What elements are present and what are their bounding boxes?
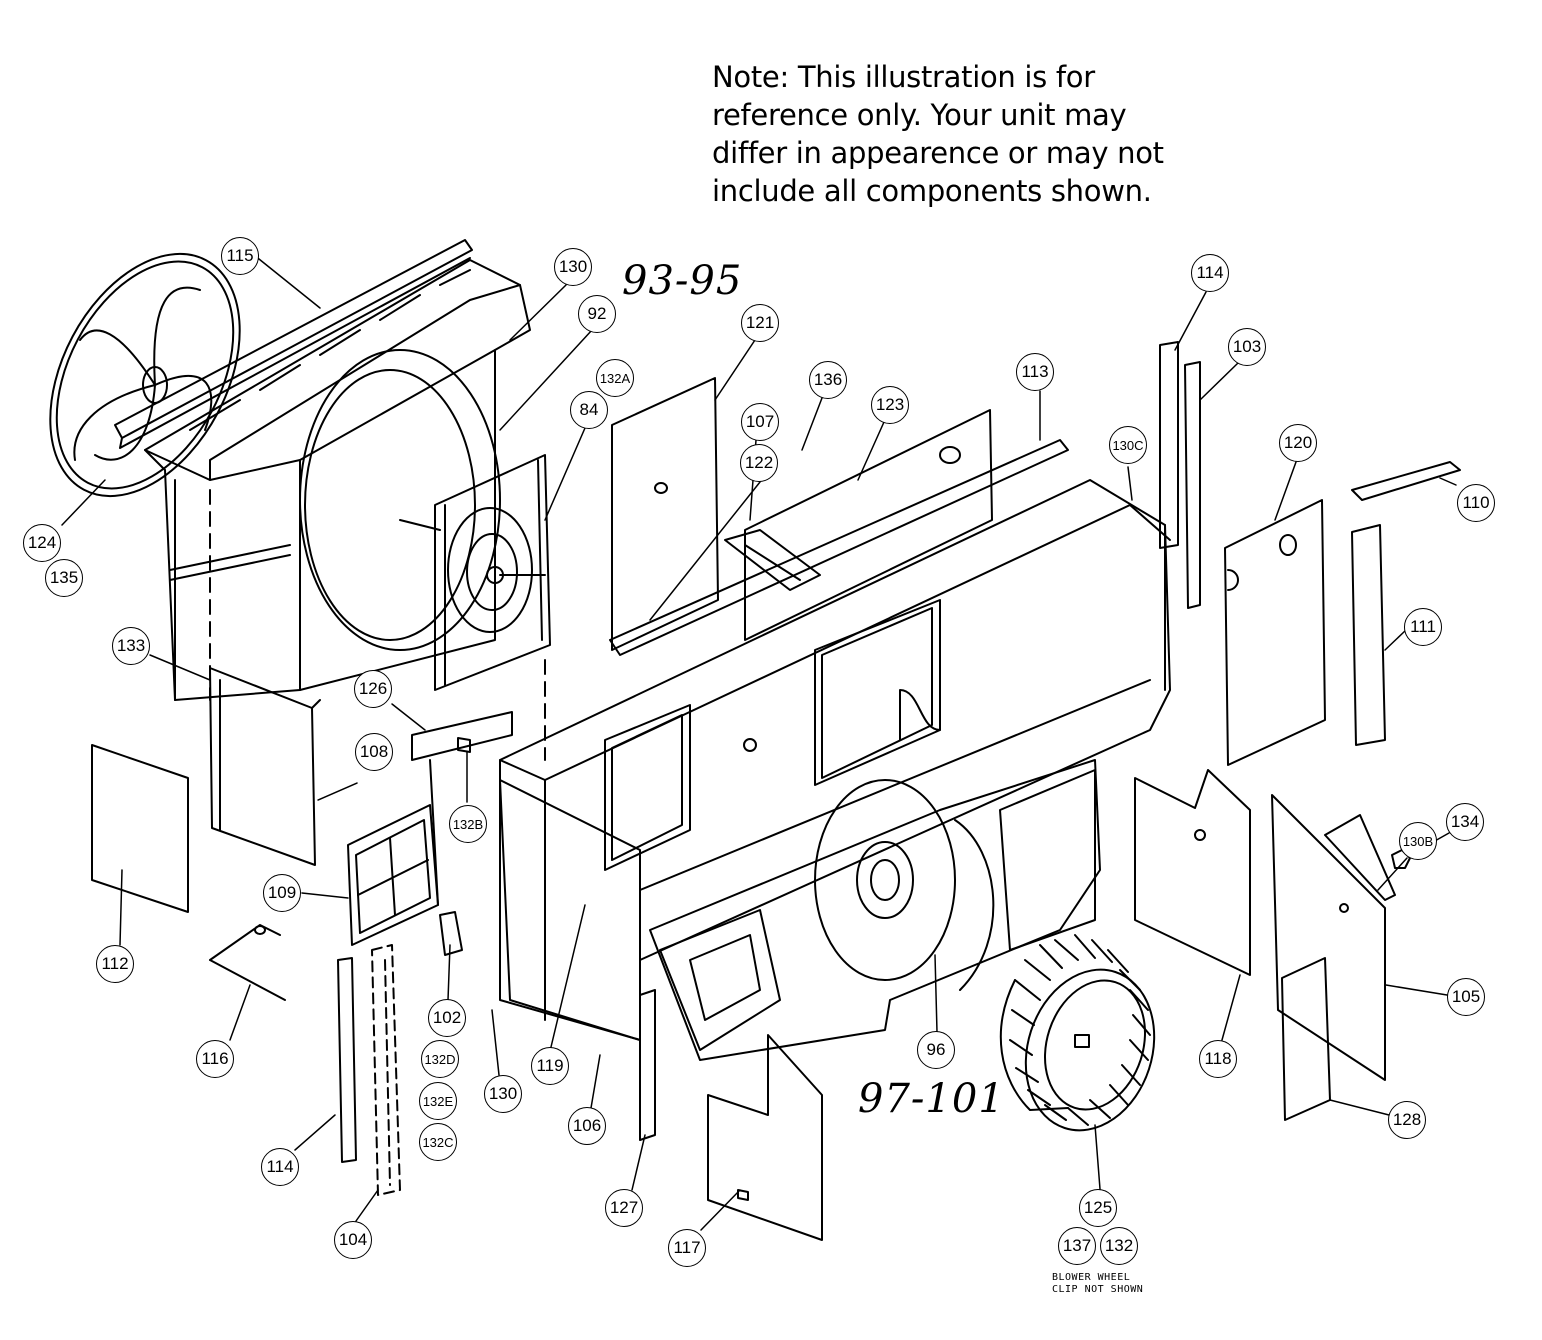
- base-rail: [609, 439, 1069, 656]
- nut-134: [1391, 849, 1411, 869]
- callout-117[interactable]: 117: [668, 1229, 706, 1267]
- callout-119[interactable]: 119: [531, 1047, 569, 1085]
- callout-137[interactable]: 137: [1058, 1227, 1096, 1265]
- note-line-1: Note: This illustration is for: [712, 60, 1095, 94]
- callout-112[interactable]: 112: [96, 945, 134, 983]
- note-line-3: differ in appearence or may not: [712, 136, 1164, 170]
- handwritten-range-top: 93-95: [622, 258, 743, 304]
- callout-130C[interactable]: 130C: [1109, 426, 1147, 464]
- strip-111: [1351, 524, 1386, 746]
- strip-130B: [1324, 814, 1396, 901]
- callout-111[interactable]: 111: [1404, 608, 1442, 646]
- vent-slot-126: [411, 711, 513, 761]
- blower-wheel-note: BLOWER WHEEL CLIP NOT SHOWN: [1052, 1272, 1172, 1296]
- fan-shroud: [144, 259, 531, 701]
- panel-127: [639, 989, 656, 1141]
- callout-120[interactable]: 120: [1279, 424, 1317, 462]
- callout-92[interactable]: 92: [578, 295, 616, 333]
- strip-104: [371, 944, 401, 1196]
- pad-110: [1351, 461, 1461, 501]
- rod-116: [209, 924, 286, 1001]
- strip-114-top: [1159, 341, 1179, 549]
- callout-130-bottom[interactable]: 130: [484, 1075, 522, 1113]
- handwritten-range-bottom: 97-101: [858, 1076, 1005, 1122]
- front-panel-117: [707, 1034, 823, 1241]
- callout-134[interactable]: 134: [1446, 803, 1484, 841]
- callout-118[interactable]: 118: [1199, 1040, 1237, 1078]
- callout-115[interactable]: 115: [221, 237, 259, 275]
- callout-136[interactable]: 136: [809, 361, 847, 399]
- callout-113[interactable]: 113: [1016, 353, 1054, 391]
- air-filter-109: [347, 759, 439, 946]
- callout-121[interactable]: 121: [741, 304, 779, 342]
- callout-124[interactable]: 124: [23, 524, 61, 562]
- callout-105[interactable]: 105: [1447, 978, 1485, 1016]
- panel-118: [1134, 769, 1251, 976]
- callout-110[interactable]: 110: [1457, 484, 1495, 522]
- callout-130-top[interactable]: 130: [554, 248, 592, 286]
- strip-114-bottom: [337, 957, 357, 1163]
- blower-housing: [649, 759, 1101, 1061]
- note-line-2: reference only. Your unit may: [712, 98, 1127, 132]
- callout-108[interactable]: 108: [355, 733, 393, 771]
- callout-128[interactable]: 128: [1388, 1101, 1426, 1139]
- blower-note-line-2: CLIP NOT SHOWN: [1052, 1284, 1144, 1295]
- blower-wheel: [999, 934, 1156, 1132]
- top-rail: [114, 239, 473, 449]
- callout-114-top[interactable]: 114: [1191, 254, 1229, 292]
- callout-103[interactable]: 103: [1228, 328, 1266, 366]
- note-line-4: include all components shown.: [712, 174, 1152, 208]
- panel-120: [1224, 499, 1326, 766]
- callout-123[interactable]: 123: [871, 386, 909, 424]
- callout-107[interactable]: 107: [741, 403, 779, 441]
- callout-135[interactable]: 135: [45, 559, 83, 597]
- leader-lines: [61, 254, 1457, 1231]
- filter-panel-left: [91, 744, 189, 913]
- callout-132E[interactable]: 132E: [419, 1082, 457, 1120]
- callout-132A[interactable]: 132A: [596, 359, 634, 397]
- reference-note: Note: This illustration is for reference…: [712, 58, 1232, 210]
- callout-127[interactable]: 127: [605, 1189, 643, 1227]
- panel-105: [1271, 794, 1386, 1081]
- callout-122[interactable]: 122: [740, 444, 778, 482]
- callout-133[interactable]: 133: [112, 627, 150, 665]
- fan-motor-mount: [399, 454, 551, 691]
- callout-114-bottom[interactable]: 114: [261, 1148, 299, 1186]
- strip-103: [1184, 361, 1201, 609]
- callout-104[interactable]: 104: [334, 1221, 372, 1259]
- callout-132C[interactable]: 132C: [419, 1123, 457, 1161]
- callout-106[interactable]: 106: [568, 1107, 606, 1145]
- callout-125[interactable]: 125: [1079, 1189, 1117, 1227]
- connector-132B: [457, 737, 471, 753]
- callout-130B[interactable]: 130B: [1399, 822, 1437, 860]
- blower-note-line-1: BLOWER WHEEL: [1052, 1272, 1131, 1283]
- callout-96[interactable]: 96: [917, 1031, 955, 1069]
- callout-109[interactable]: 109: [263, 874, 301, 912]
- clip-102: [439, 911, 463, 956]
- callout-84[interactable]: 84: [570, 391, 608, 429]
- callout-132D[interactable]: 132D: [421, 1040, 459, 1078]
- callout-126[interactable]: 126: [354, 670, 392, 708]
- callout-132B[interactable]: 132B: [449, 805, 487, 843]
- support-bracket: [724, 529, 821, 591]
- callout-116[interactable]: 116: [196, 1040, 234, 1078]
- callout-132[interactable]: 132: [1100, 1227, 1138, 1265]
- main-chassis: [499, 479, 1171, 1041]
- rear-baffle-panel: [744, 409, 993, 641]
- callout-102[interactable]: 102: [428, 999, 466, 1037]
- side-panel-108: [209, 667, 321, 866]
- partition-panel: [611, 377, 719, 651]
- side-panel-106: [499, 779, 641, 1041]
